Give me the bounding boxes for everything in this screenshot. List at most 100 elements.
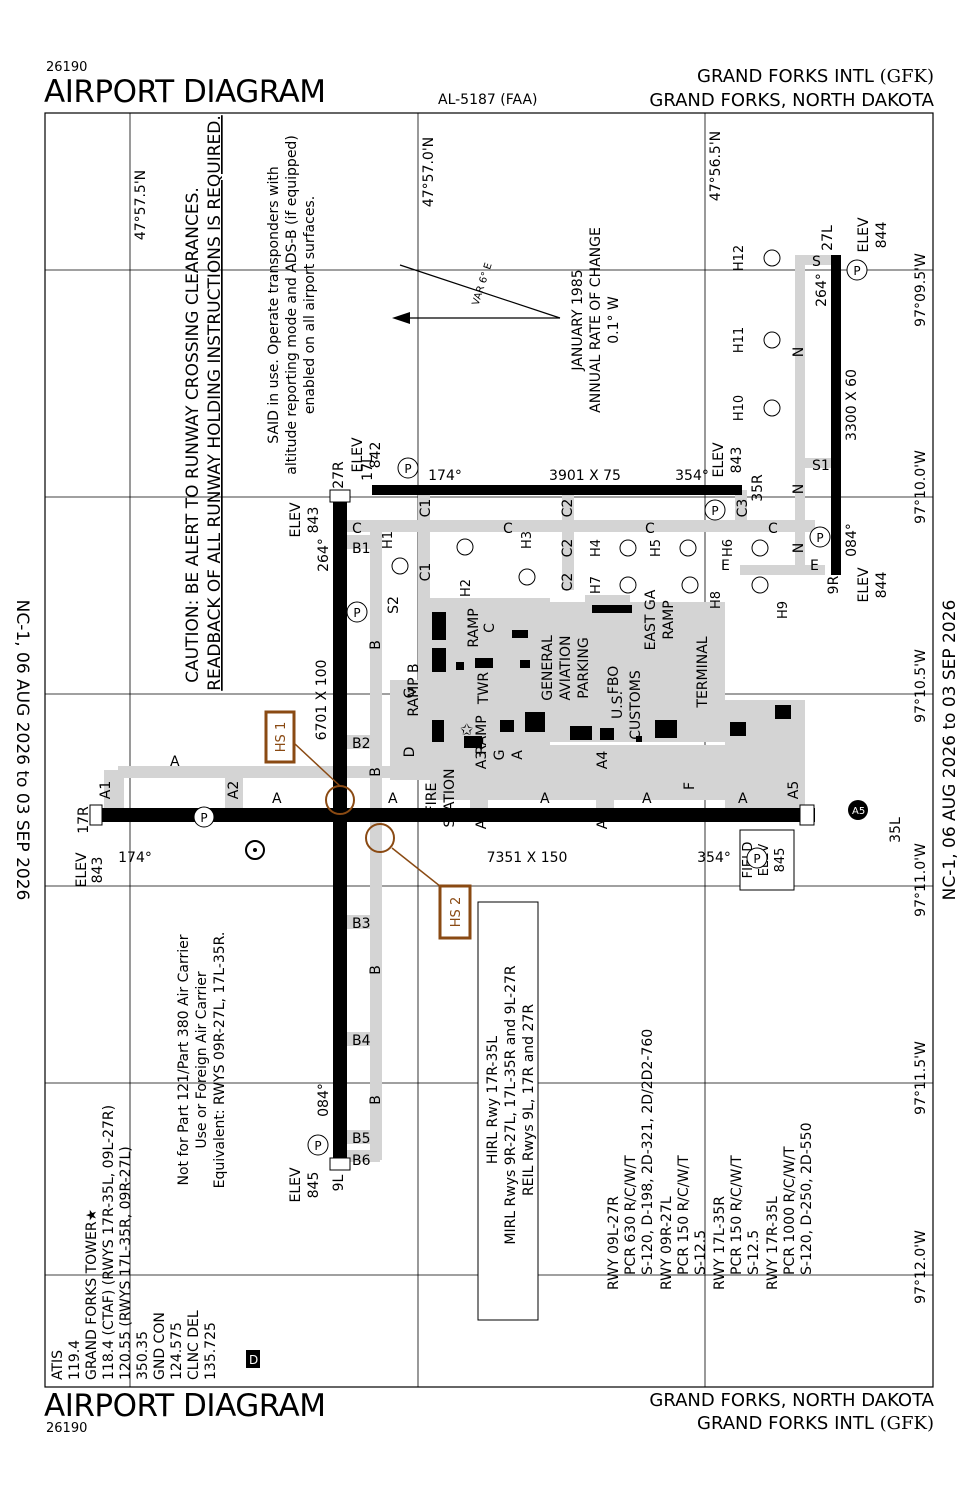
d-marker-icon	[246, 1350, 260, 1368]
helipad-h5-icon	[679, 539, 697, 557]
buildings	[432, 605, 791, 748]
taxiway-b	[370, 520, 382, 1160]
taxiway-c2	[562, 490, 574, 590]
facility-ramp-ga-2: G	[492, 750, 508, 761]
runway-17l-35r	[372, 485, 742, 495]
facility-terminal: TERMINAL	[695, 636, 711, 708]
taxiway-b5	[340, 1130, 380, 1144]
twy-label-u: S2	[386, 596, 402, 614]
twy-label-b-4: B	[368, 1095, 384, 1105]
lighting-box	[477, 901, 539, 1321]
twy-label-a4: A4	[595, 751, 611, 770]
taxiway-s1	[795, 255, 835, 265]
taxiway-s	[795, 255, 805, 575]
comm-line-3: GRAND FORKS TOWER★	[84, 1209, 100, 1380]
building-16	[775, 705, 791, 719]
airport-name-text: GRAND FORKS INTL	[697, 66, 874, 87]
comm-line-10: 135.725	[203, 1322, 219, 1380]
var-label: VAR 6° E	[471, 262, 495, 307]
twy-label-s1: S	[812, 254, 821, 270]
twy-label-c2-b: C2	[560, 539, 576, 558]
helipad-h8-icon	[681, 576, 699, 594]
helipad-h12-label: H12	[732, 245, 747, 271]
building-5	[512, 630, 528, 638]
parking-label-2: P	[353, 606, 360, 620]
pcr-line-12: S-120, D-250, 2D-550	[799, 1123, 815, 1275]
twy-label-s-1: N	[791, 347, 807, 357]
threshold-9l	[329, 1157, 351, 1171]
helipad-h7-label: H7	[589, 576, 604, 594]
magvar-arrows	[399, 264, 561, 319]
twy-label-s-2: N	[791, 484, 807, 494]
pcr-line-4: RWY 09R-27L	[659, 1196, 675, 1290]
parking-label-3: P	[404, 462, 411, 476]
hotspot-2-box	[438, 884, 472, 940]
facility-ga-parking-3: PARKING	[576, 637, 592, 698]
twy-label-a-4: A	[540, 791, 550, 807]
building-8	[464, 736, 482, 748]
twy-label-b6: B6	[352, 1153, 371, 1169]
helipad-h11-icon	[763, 331, 781, 349]
twy-label-e-2: E	[721, 558, 730, 574]
lat-label-2: 47°57.0'N	[421, 137, 437, 207]
helipad-h6-icon	[751, 539, 769, 557]
runway-9l-27r	[333, 495, 347, 1165]
parking-icon-5	[809, 526, 831, 548]
twy-label-d: D	[402, 747, 418, 758]
lon-label-4: 97°11.0'W	[913, 843, 929, 917]
parking-symbols	[193, 259, 868, 1156]
airport-id: (GFK)	[879, 66, 934, 87]
twy-label-s-3: N	[791, 543, 807, 553]
parking-label-6: P	[853, 264, 860, 278]
rwy-27l-elev-label: ELEV	[856, 217, 872, 252]
footer-location: GRAND FORKS, NORTH DAKOTA	[649, 1390, 934, 1411]
terminal-apron	[725, 700, 805, 820]
twy-label-b3: B3	[352, 916, 371, 932]
airport-name: GRAND FORKS INTL (GFK)	[697, 66, 934, 87]
facility-ga-parking-2: AVIATION	[558, 635, 574, 700]
facility-east-ga-1: EAST GA	[643, 589, 659, 650]
twy-label-b-2: B	[368, 767, 384, 777]
pcr-line-2: PCR 630 R/C/W/T	[623, 1155, 639, 1275]
facility-ramp-ga-3: A	[510, 750, 526, 760]
taxiway-b3	[340, 915, 380, 929]
rwy-17l-elev-label: ELEV	[350, 437, 366, 472]
rwy-17l35r-dims: 3901 X 75	[549, 468, 621, 484]
threshold-17r	[89, 804, 103, 826]
hotspot-1-box	[264, 710, 296, 764]
helipad-h5-label: H5	[649, 539, 664, 557]
facility-customs-2: CUSTOMS	[628, 670, 644, 740]
twy-label-s2: S1	[812, 458, 830, 474]
taxiway-n-apron	[390, 680, 430, 780]
twy-label-a1: A1	[98, 781, 114, 799]
mag-north-line	[399, 264, 561, 319]
hotspot-2-circle	[365, 823, 395, 853]
helipad-h4-icon	[619, 539, 637, 557]
twy-label-a-5: A	[642, 791, 652, 807]
building-6	[520, 660, 530, 668]
lighting-line-1: HIRL Rwy 17R-35L	[485, 1036, 501, 1164]
rwy-17r35l-dims: 7351 X 150	[487, 850, 568, 866]
lat-label-1: 47°57.5'N	[133, 170, 149, 240]
rwy-27l-hdg: 264°	[814, 273, 830, 307]
twy-label-a-2: A	[272, 791, 282, 807]
taxiway-c1	[418, 490, 430, 720]
magvar-line1: JANUARY 1985	[570, 269, 586, 371]
said-note-1: SAID in use. Operate transponders with	[266, 166, 282, 443]
carrier-note-1: Not for Part 121/Part 380 Air Carrier	[176, 934, 192, 1185]
twy-label-c3: C3	[735, 499, 751, 518]
footer-airport-name: GRAND FORKS INTL (GFK)	[697, 1413, 934, 1434]
parking-label-7: P	[753, 852, 760, 866]
rwy-9l27r-dims: 6701 X 100	[314, 660, 330, 741]
lighting-line-2: MIRL Rwys 9R-27L, 17L-35R and 9L-27R	[503, 965, 519, 1245]
facility-ramp-b: RAMP B	[406, 663, 422, 716]
twy-label-b5: B5	[352, 1131, 371, 1147]
twy-label-c2-c: C2	[560, 573, 576, 592]
rwy-17l-end: 17L	[360, 455, 376, 481]
twy-label-a-6: A	[738, 791, 748, 807]
rwy-9l-end: 9L	[331, 1174, 347, 1191]
tower-star-icon: ✩	[460, 720, 474, 739]
facility-ramp-c-2: C	[482, 623, 498, 633]
twy-label-a4-b: A4	[595, 811, 611, 830]
taxiway-s2	[795, 458, 835, 468]
